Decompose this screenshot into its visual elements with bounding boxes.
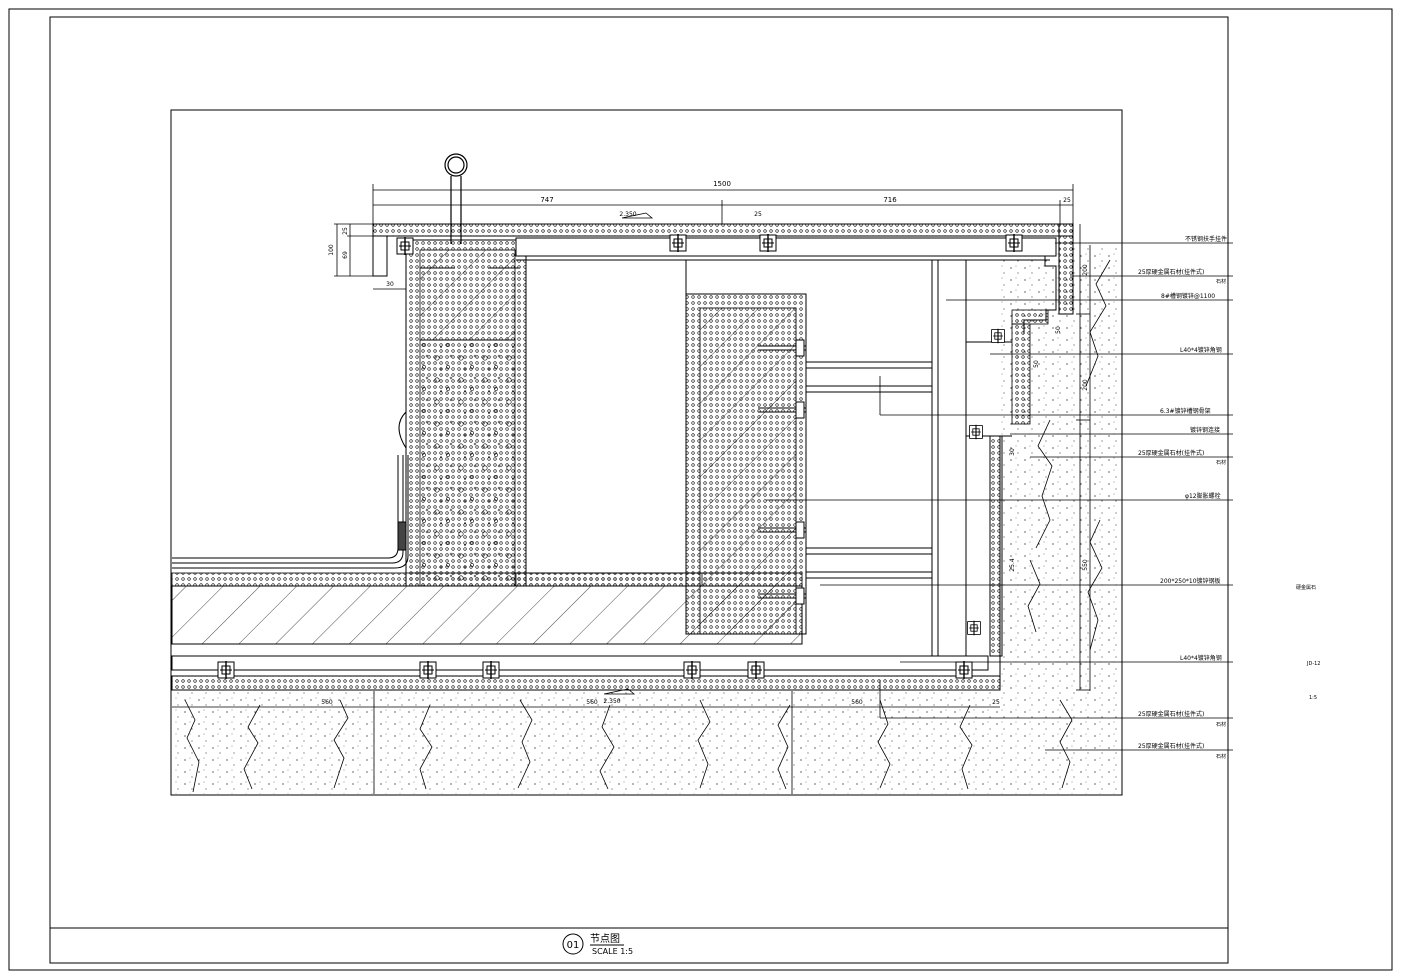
dim-left-span: 747 [540, 196, 553, 204]
dim-bottom-a: 560 [321, 699, 333, 706]
dim-bottom-b: 560 [586, 699, 598, 706]
dim-small-30: 30 [1009, 448, 1016, 456]
top-slab [372, 223, 1074, 425]
dim-right-v2: 200 [1082, 379, 1089, 391]
dim-overall: 1500 [713, 180, 731, 188]
label-suffix-2: 石材 [1216, 459, 1226, 466]
anchor-bolts [420, 267, 806, 605]
dim-v-total: 100 [328, 244, 335, 256]
dim-gap-mid: 25 [754, 211, 762, 218]
dim-small-50b: 50 [1055, 326, 1062, 334]
steel-frame [171, 260, 1012, 691]
side-note-3: 1:5 [1309, 695, 1317, 701]
title-block: 01 节点图 SCALE 1:5 [562, 933, 633, 956]
dimension-texts: 1500 747 716 25 25 2.350 2.350 100 25 69… [321, 180, 1089, 706]
dim-small-50a: 50 [1033, 360, 1040, 368]
label-steel-link: 镀锌钢连接 [1190, 426, 1220, 434]
side-note-2: JD-12 [1306, 661, 1321, 667]
label-stone-4: 25厚硬金属石材(挂件式) [1138, 742, 1204, 750]
dim-mid-v: 25.4 [1009, 558, 1016, 572]
label-stone-3: 25厚硬金属石材(挂件式) [1138, 710, 1204, 718]
dim-v-part2: 69 [342, 251, 349, 259]
side-notes: 硬金属石 JD-12 1:5 [1296, 584, 1321, 701]
dim-left-offset: 30 [386, 281, 394, 288]
label-stone-2: 25厚硬金属石材(挂件式) [1138, 449, 1204, 457]
rock-ground [172, 245, 1121, 794]
dim-right-span: 716 [883, 196, 897, 204]
dimension-lines [172, 184, 1090, 708]
label-angle-1: L40*4镀锌角钢 [1180, 346, 1222, 354]
leader-labels: 不锈钢扶手挂件 25厚硬金属石材(挂件式) 8#槽钢镀锌@1100 L40*4镀… [1138, 235, 1227, 760]
label-channel-8: 8#槽钢镀锌@1100 [1161, 292, 1215, 300]
concrete-structure [171, 239, 807, 645]
label-stone-1: 25厚硬金属石材(挂件式) [1138, 268, 1204, 276]
detail-number-circle [562, 933, 584, 955]
label-channel-63: 6.3#镀锌槽钢骨架 [1160, 407, 1211, 415]
level-top: 2.350 [619, 211, 636, 218]
label-steel-plate: 200*250*10镀锌钢板 [1160, 577, 1221, 585]
leader-lines [766, 242, 1233, 751]
label-suffix-4: 石材 [1216, 753, 1226, 760]
level-bottom: 2.350 [603, 698, 620, 705]
side-note-1: 硬金属石 [1296, 584, 1316, 591]
label-angle-2: L40*4镀锌角钢 [1180, 654, 1222, 662]
detail-scale: SCALE 1:5 [592, 947, 633, 956]
dim-bottom-edge: 25 [992, 699, 1000, 706]
label-expansion-bolt: φ12膨胀螺栓 [1185, 492, 1221, 500]
handrail [444, 153, 468, 244]
dim-bottom-c: 560 [851, 699, 863, 706]
detail-number: 01 [567, 940, 580, 951]
pool-pipes [172, 411, 409, 569]
detail-title: 节点图 [590, 933, 620, 945]
sheet-frame [8, 8, 1393, 971]
dim-right-v3: 550 [1082, 559, 1089, 571]
label-suffix-3: 石材 [1216, 721, 1226, 728]
dim-right-edge: 25 [1063, 197, 1071, 204]
label-suffix-1: 石材 [1216, 278, 1226, 285]
dim-right-v1: 200 [1082, 264, 1089, 276]
dim-v-part1: 25 [342, 227, 349, 235]
label-handrail-hanger: 不锈钢扶手挂件 [1185, 235, 1227, 243]
